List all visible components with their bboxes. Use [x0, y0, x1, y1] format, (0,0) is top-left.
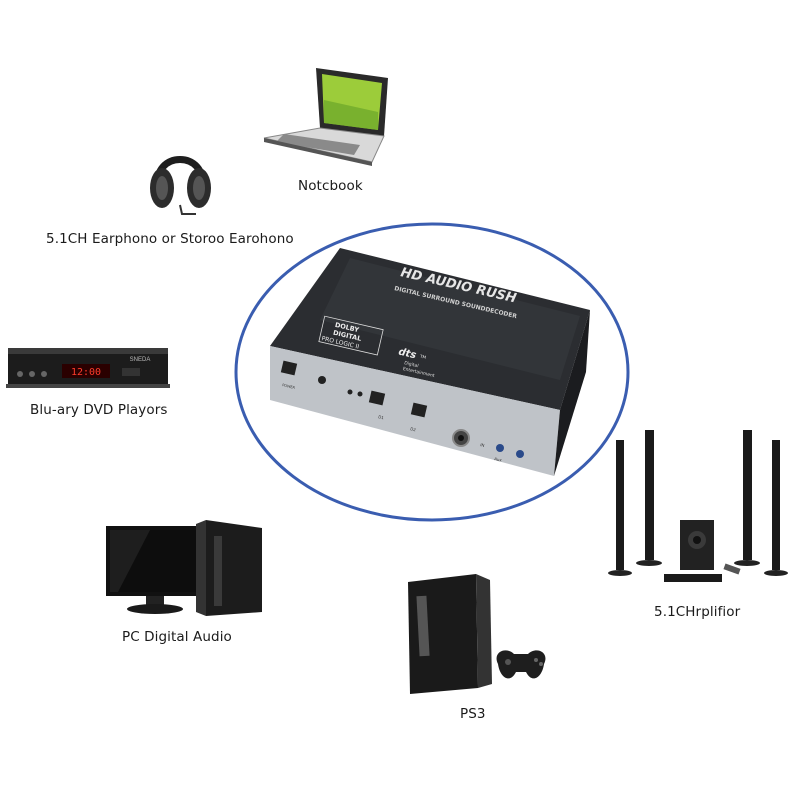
highlight-ellipse — [234, 222, 630, 522]
optical-port-2 — [410, 402, 428, 418]
dts-logo-text: dts — [397, 347, 417, 362]
power-label: POWER — [282, 383, 296, 390]
dvd-display: 12:00 — [71, 367, 101, 378]
headphones-icon — [150, 156, 211, 215]
label-ps3: PS3 — [460, 706, 486, 722]
decoder-device: HD AUDIO RUSH DIGITAL SURROUND SOUNDDECO… — [270, 248, 590, 476]
label-headphones: 5.1CH Earphono or Storoo Earohono — [46, 231, 294, 247]
aux-jack-3 — [516, 450, 524, 458]
port-d2-label: D2 — [410, 426, 417, 432]
label-dvd-player: Blu-ary DVD Playors — [30, 402, 168, 418]
dts-tm: TM — [419, 353, 427, 360]
power-port — [280, 360, 298, 376]
label-amplifier: 5.1CHrplifior — [654, 604, 741, 620]
label-notebook: Notcbook — [298, 178, 363, 194]
ps3-icon — [408, 574, 546, 694]
aux-jack-1 — [318, 376, 326, 384]
port-d1-label: D1 — [378, 414, 385, 420]
optical-port-1 — [368, 390, 386, 406]
dvd-brand: SNEDA — [130, 357, 151, 363]
label-pc: PC Digital Audio — [122, 629, 232, 645]
dvd-player-icon: 12:00 SNEDA — [6, 348, 170, 388]
led-1 — [347, 389, 353, 395]
led-2 — [357, 391, 363, 397]
laptop-icon — [263, 68, 388, 166]
aux-jack-2 — [496, 444, 504, 452]
pc-icon — [106, 520, 262, 616]
speaker-system-icon — [608, 430, 788, 582]
port-aux-label: Aux — [494, 456, 503, 463]
port-in-label: IN — [480, 442, 485, 448]
dts-line1: Digital — [403, 360, 419, 369]
